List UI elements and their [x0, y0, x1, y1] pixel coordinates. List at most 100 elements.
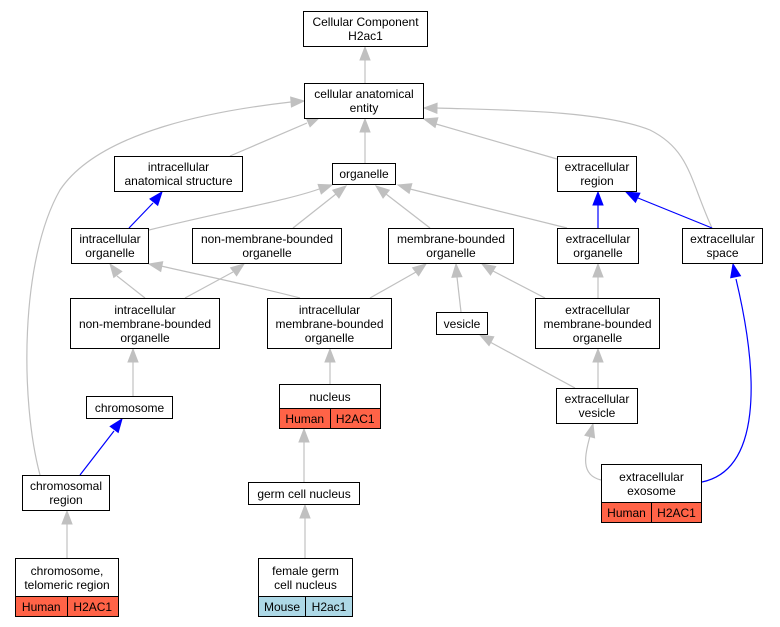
arrowhead: [331, 185, 348, 199]
edge-ctr-cr: [61, 509, 73, 558]
edge-exo-es: [701, 262, 752, 483]
arrowhead: [299, 503, 311, 519]
arrowhead: [411, 263, 428, 277]
node-chromosomal-region[interactable]: chromosomal region: [22, 475, 110, 511]
edge-ev-embo: [592, 347, 604, 388]
node-cellular-component[interactable]: Cellular Component H2ac1: [303, 11, 428, 47]
edge-exo-ev: [584, 422, 602, 481]
node-extracellular-region[interactable]: extracellular region: [557, 156, 637, 192]
edge-cae-root: [359, 45, 371, 83]
annotation-row: Human H2AC1: [602, 502, 701, 522]
edge-imbo-io: [147, 261, 301, 299]
node-chromosome[interactable]: chromosome: [86, 396, 173, 419]
arrowhead: [229, 263, 246, 277]
node-intracellular-non-membrane-bounded-organelle[interactable]: intracellular non-membrane-bounded organ…: [70, 298, 220, 349]
node-label: extracellular organelle: [565, 232, 631, 260]
arrowhead: [127, 347, 139, 363]
node-label: intracellular anatomical structure: [124, 160, 233, 188]
arrowhead: [478, 334, 495, 347]
node-label: cellular anatomical entity: [314, 87, 414, 115]
node-label: germ cell nucleus: [257, 486, 351, 501]
arrowhead: [584, 422, 596, 439]
node-extracellular-exosome[interactable]: extracellular exosome Human H2AC1: [601, 464, 702, 523]
arrowhead: [290, 96, 306, 108]
arrowhead: [359, 117, 371, 133]
edge-eo-org: [396, 183, 568, 229]
node-label: extracellular exosome: [619, 469, 684, 498]
arrowhead: [359, 45, 371, 61]
node-label: Cellular Component H2ac1: [312, 15, 419, 43]
node-label: female germ cell nucleus: [272, 563, 339, 592]
edge-inmbo-nmbo: [184, 263, 246, 299]
node-intracellular-anatomical-structure[interactable]: intracellular anatomical structure: [114, 156, 243, 192]
node-label: chromosomal region: [29, 479, 103, 507]
node-label: non-membrane-bounded organelle: [200, 232, 334, 260]
node-female-germ-cell-nucleus[interactable]: female germ cell nucleus Mouse H2ac1: [258, 558, 353, 617]
arrowhead: [109, 262, 123, 279]
annotation-row: Human H2AC1: [16, 596, 118, 616]
arrowhead: [624, 191, 641, 204]
arrowhead: [730, 262, 742, 279]
arrowhead: [374, 185, 391, 199]
node-label: chromosome, telomeric region: [24, 563, 110, 592]
species-cell: Human: [602, 503, 651, 522]
annotation-row: Mouse H2ac1: [259, 596, 352, 616]
node-intracellular-membrane-bounded-organelle[interactable]: intracellular membrane-bounded organelle: [267, 298, 392, 349]
arrowhead: [147, 261, 164, 273]
node-label: extracellular vesicle: [564, 392, 630, 420]
arrowhead: [451, 262, 463, 278]
edge-io-ias: [128, 190, 163, 229]
node-nucleus[interactable]: nucleus Human H2AC1: [279, 384, 381, 429]
edge-exr-cae: [422, 117, 558, 160]
arrowhead: [317, 183, 334, 195]
node-cellular-anatomical-entity[interactable]: cellular anatomical entity: [304, 83, 424, 119]
node-label: membrane-bounded organelle: [396, 232, 506, 260]
node-extracellular-organelle[interactable]: extracellular organelle: [557, 228, 639, 264]
edge-nmbo-org: [292, 185, 348, 229]
annotation-row: Human H2AC1: [280, 408, 380, 428]
edge-ias-cae: [229, 116, 322, 157]
arrowhead: [592, 347, 604, 363]
arrowhead: [396, 183, 413, 195]
node-intracellular-organelle[interactable]: intracellular organelle: [71, 228, 149, 264]
edge-inmbo-io: [109, 262, 146, 299]
node-label: intracellular non-membrane-bounded organ…: [78, 302, 212, 345]
node-label: vesicle: [443, 316, 481, 331]
edge-fgcn-gcn: [299, 503, 311, 558]
arrowhead: [422, 102, 438, 114]
arrowhead: [592, 190, 604, 206]
node-label: intracellular organelle: [79, 232, 141, 260]
gene-cell: H2ac1: [305, 597, 352, 616]
gene-cell: H2AC1: [66, 597, 118, 616]
species-cell: Human: [280, 409, 330, 428]
edge-ves-mbo: [451, 262, 463, 313]
node-extracellular-space[interactable]: extracellular space: [682, 228, 763, 264]
node-label: intracellular membrane-bounded organelle: [275, 302, 384, 345]
edge-chrom-inmbo: [127, 347, 139, 396]
node-membrane-bounded-organelle[interactable]: membrane-bounded organelle: [388, 228, 514, 264]
arrowhead: [480, 263, 497, 276]
edge-cr-cae: [26, 96, 306, 476]
edge-ev-ves: [478, 334, 576, 389]
edge-gcn-nuc: [298, 427, 310, 482]
node-vesicle[interactable]: vesicle: [436, 312, 488, 335]
node-non-membrane-bounded-organelle[interactable]: non-membrane-bounded organelle: [192, 228, 342, 264]
node-label: chromosome: [94, 400, 165, 415]
arrowhead: [149, 190, 163, 207]
node-organelle[interactable]: organelle: [332, 163, 396, 185]
edge-es-exr: [624, 191, 713, 229]
arrowhead: [298, 427, 310, 443]
node-extracellular-membrane-bounded-organelle[interactable]: extracellular membrane-bounded organelle: [535, 298, 660, 349]
edge-io-org: [148, 183, 334, 231]
node-germ-cell-nucleus[interactable]: germ cell nucleus: [248, 482, 360, 505]
species-cell: Human: [16, 597, 67, 616]
node-label: extracellular space: [690, 232, 755, 260]
node-chromosome-telomeric-region[interactable]: chromosome, telomeric region Human H2AC1: [15, 558, 119, 617]
edge-embo-mbo: [480, 263, 546, 299]
node-label: extracellular membrane-bounded organelle: [543, 302, 652, 345]
edge-embo-eo: [592, 262, 604, 298]
arrowhead: [61, 509, 73, 525]
node-label: nucleus: [309, 389, 351, 404]
node-extracellular-vesicle[interactable]: extracellular vesicle: [556, 388, 638, 424]
